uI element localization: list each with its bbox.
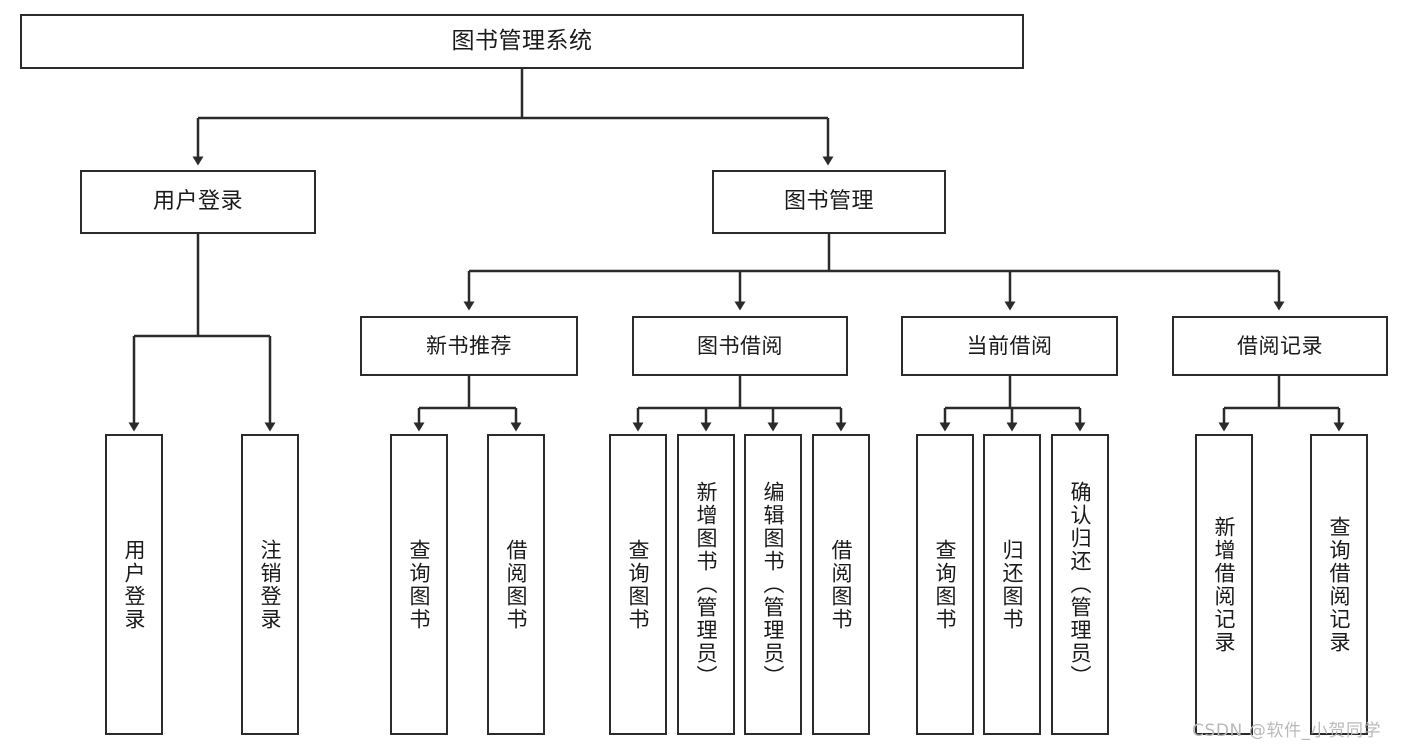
node-label: 注销登录 [258, 538, 283, 631]
node-label: 查询借阅记录 [1327, 515, 1352, 654]
node-leaf-user-logout[interactable]: 注销登录 [241, 434, 299, 735]
node-user-login[interactable]: 用户登录 [80, 170, 316, 234]
node-label: 用户登录 [122, 538, 147, 631]
node-label: 图书管理 [783, 189, 874, 215]
node-leaf-borrow-book-2[interactable]: 借阅图书 [812, 434, 870, 735]
node-label: 借阅记录 [1237, 333, 1323, 358]
node-label: 借阅图书 [829, 538, 854, 631]
node-label: 用户登录 [152, 189, 243, 215]
node-label: 图书管理系统 [451, 27, 593, 54]
node-leaf-query-book-3[interactable]: 查询图书 [916, 434, 974, 735]
node-leaf-add-record[interactable]: 新增借阅记录 [1195, 434, 1253, 735]
node-label: 图书借阅 [697, 333, 783, 358]
node-book-management[interactable]: 图书管理 [712, 170, 946, 234]
node-leaf-query-book-1[interactable]: 查询图书 [390, 434, 448, 735]
node-leaf-confirm-return[interactable]: 确认归还（管理员） [1051, 434, 1109, 735]
node-label: 查询图书 [626, 538, 651, 631]
node-borrow-record[interactable]: 借阅记录 [1172, 316, 1388, 376]
node-book-borrow[interactable]: 图书借阅 [632, 316, 848, 376]
node-label: 查询图书 [407, 538, 432, 631]
node-label: 编辑图书（管理员） [761, 481, 786, 688]
node-label: 归还图书 [1000, 538, 1025, 631]
node-label: 当前借阅 [966, 333, 1053, 358]
node-leaf-user-login[interactable]: 用户登录 [105, 434, 163, 735]
node-leaf-return-book[interactable]: 归还图书 [983, 434, 1041, 735]
node-label: 借阅图书 [504, 538, 529, 631]
node-label: 新增借阅记录 [1212, 515, 1237, 654]
node-leaf-add-book[interactable]: 新增图书（管理员） [677, 434, 735, 735]
node-current-borrow[interactable]: 当前借阅 [901, 316, 1118, 376]
node-label: 确认归还（管理员） [1068, 481, 1093, 688]
node-leaf-edit-book[interactable]: 编辑图书（管理员） [744, 434, 802, 735]
node-label: 新书推荐 [426, 333, 512, 358]
node-label: 新增图书（管理员） [694, 481, 719, 688]
node-root-system[interactable]: 图书管理系统 [20, 14, 1024, 69]
node-leaf-borrow-book-1[interactable]: 借阅图书 [487, 434, 545, 735]
node-new-book-recommend[interactable]: 新书推荐 [360, 316, 578, 376]
node-leaf-query-book-2[interactable]: 查询图书 [609, 434, 667, 735]
node-leaf-query-record[interactable]: 查询借阅记录 [1310, 434, 1368, 735]
csdn-watermark: CSDN @软件_小贺同学 [1192, 721, 1382, 741]
node-label: 查询图书 [933, 538, 958, 631]
